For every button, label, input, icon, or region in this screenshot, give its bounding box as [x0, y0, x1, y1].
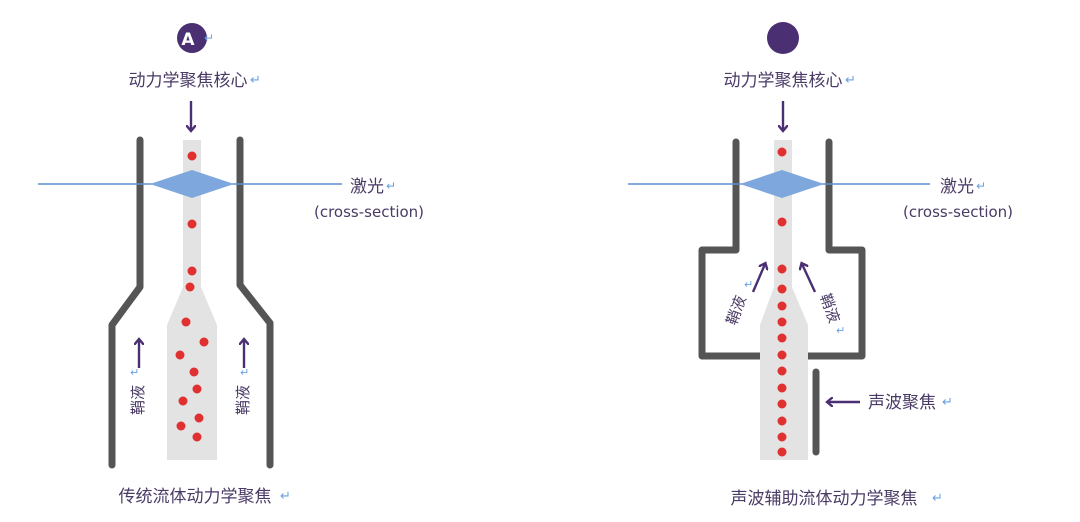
- panel-b-sheath-right: 鞘液: [816, 291, 843, 325]
- panel-a-sheath-left: 鞘液: [129, 385, 147, 415]
- cell: [777, 416, 787, 426]
- nozzle-wall-right: [236, 136, 274, 469]
- sheath-inward-arrow-icon: [802, 264, 817, 293]
- cell: [187, 219, 197, 229]
- cell: [187, 266, 197, 276]
- cell: [777, 264, 787, 274]
- cell: [777, 366, 787, 376]
- laser-spot: [150, 170, 234, 198]
- cell: [777, 447, 787, 457]
- chamber-wall-right: [798, 138, 866, 360]
- return-mark-icon: ↵: [845, 73, 856, 88]
- sample-stream: [167, 140, 217, 460]
- cell: [178, 396, 188, 406]
- chamber-wall-left: [698, 138, 766, 360]
- panel-a-laser-sub: (cross-section): [314, 203, 424, 221]
- sample-stream: [760, 140, 808, 460]
- panel-b-laser-sub: (cross-section): [903, 203, 1013, 221]
- return-mark-icon: ↵: [976, 179, 986, 193]
- cell: [187, 151, 197, 161]
- panel-a-badge-letter: A: [181, 30, 195, 50]
- panel-b-sheath-left: 鞘液: [723, 293, 750, 327]
- cell: [777, 217, 787, 227]
- return-mark-icon: ↵: [836, 324, 845, 337]
- cell: [777, 333, 787, 343]
- return-mark-icon: ↵: [386, 179, 396, 193]
- laser-spot: [740, 170, 824, 198]
- return-mark-icon: ↵: [240, 366, 249, 379]
- return-mark-icon: ↵: [744, 278, 753, 291]
- cell: [194, 413, 204, 423]
- cells-group-a: [175, 151, 209, 442]
- nozzle-wall-left: [108, 136, 144, 469]
- cell: [175, 350, 185, 360]
- acoustic-label: 声波聚焦: [868, 393, 936, 413]
- panel-b-caption: 声波辅助流体动力学聚焦: [731, 489, 918, 509]
- panel-a-badge: [177, 23, 207, 53]
- cell: [192, 432, 202, 442]
- panel-b-core-label: 动力学聚焦核心: [724, 71, 843, 91]
- sheath-inward-arrow-icon: [751, 264, 765, 293]
- cell: [192, 384, 202, 394]
- cell: [185, 282, 195, 292]
- cell: [181, 317, 191, 327]
- cell: [777, 301, 787, 311]
- panel-acoustic: 动力学聚焦核心 ↵ 声波聚焦 ↵ 激光 ↵ (cross-section): [628, 22, 1013, 509]
- return-mark-icon: ↵: [204, 31, 214, 45]
- cell: [777, 399, 787, 409]
- cell: [777, 432, 787, 442]
- return-mark-icon: ↵: [250, 73, 261, 88]
- cell: [199, 337, 209, 347]
- cell: [777, 350, 787, 360]
- panel-a-laser-label: 激光: [350, 177, 384, 197]
- cell: [777, 147, 787, 157]
- cell: [176, 421, 186, 431]
- return-mark-icon: ↵: [280, 489, 291, 504]
- panel-a-caption: 传统流体动力学聚焦: [119, 487, 272, 507]
- cell: [777, 383, 787, 393]
- return-mark-icon: ↵: [130, 366, 139, 379]
- panel-b-laser-label: 激光: [940, 177, 974, 197]
- cell: [777, 284, 787, 294]
- return-mark-icon: ↵: [932, 491, 943, 506]
- panel-b-badge: [767, 22, 799, 54]
- return-mark-icon: ↵: [942, 395, 953, 410]
- panel-a-sheath-right: 鞘液: [234, 385, 252, 415]
- cells-group-b: [777, 147, 787, 457]
- panel-traditional: A ↵ 动力学聚焦核心 ↵ 激光 ↵ (cross-section): [38, 23, 424, 507]
- cell: [777, 317, 787, 327]
- panel-a-core-label: 动力学聚焦核心: [129, 71, 248, 91]
- cell: [189, 367, 199, 377]
